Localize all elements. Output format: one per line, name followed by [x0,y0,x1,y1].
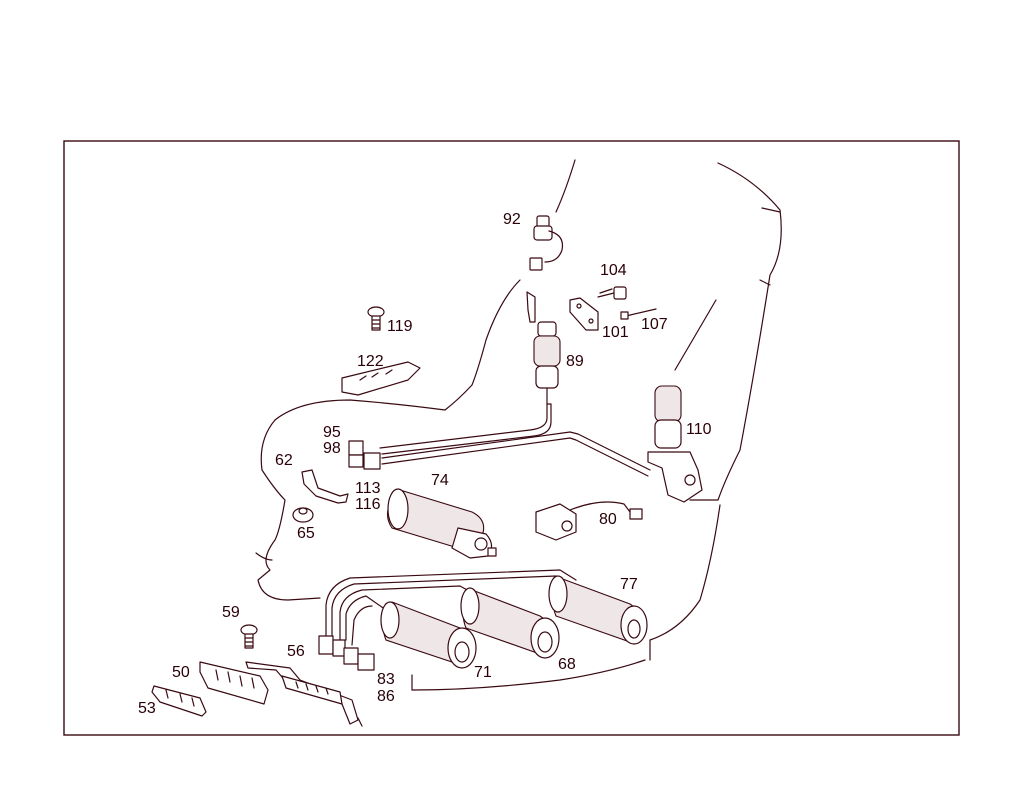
part-59-screw [240,624,258,649]
label-89: 89 [566,353,584,370]
part-71-motor [380,601,477,669]
part-89-pump [526,291,561,399]
part-92-sensor [529,215,564,271]
part-56-bracket [245,661,363,727]
label-86: 86 [377,688,395,705]
label-77: 77 [620,576,638,593]
part-83-86-rail [281,675,343,705]
label-59: 59 [222,604,240,621]
part-53-rail [151,685,207,717]
label-74: 74 [431,472,449,489]
part-50-rail [199,661,269,705]
cable-harness-upper [348,397,651,477]
label-101: 101 [602,324,629,341]
part-68-motor [460,587,560,659]
label-119: 119 [387,318,413,335]
label-98: 98 [323,440,341,457]
part-104-101-107-bracket [569,286,657,331]
part-77-motor [548,575,648,645]
label-53: 53 [138,700,156,717]
label-80: 80 [599,511,617,528]
label-95: 95 [323,424,341,441]
label-68: 68 [558,656,576,673]
part-74-motor [386,488,497,559]
label-110: 110 [686,421,712,438]
label-107: 107 [641,316,668,333]
part-62-bracket [301,469,349,504]
label-56: 56 [287,643,305,660]
label-104: 104 [600,262,627,279]
diagram-frame [63,140,960,736]
part-65-nut [292,507,314,523]
label-50: 50 [172,664,190,681]
cable-harness-lower [318,569,577,671]
part-119-screw [367,306,385,331]
label-92: 92 [503,211,521,228]
label-122: 122 [357,353,384,370]
label-113: 113 [355,480,381,497]
part-110-motor [647,385,703,503]
label-116: 116 [355,496,381,513]
seat-outline [255,159,782,691]
label-65: 65 [297,525,315,542]
label-83: 83 [377,671,395,688]
label-71: 71 [474,664,492,681]
part-122-rail [341,361,421,396]
label-62: 62 [275,452,293,469]
part-80-actuator [535,501,643,541]
part-number-labels: 92 104 119 101 107 122 89 110 95 98 62 7… [138,211,712,717]
